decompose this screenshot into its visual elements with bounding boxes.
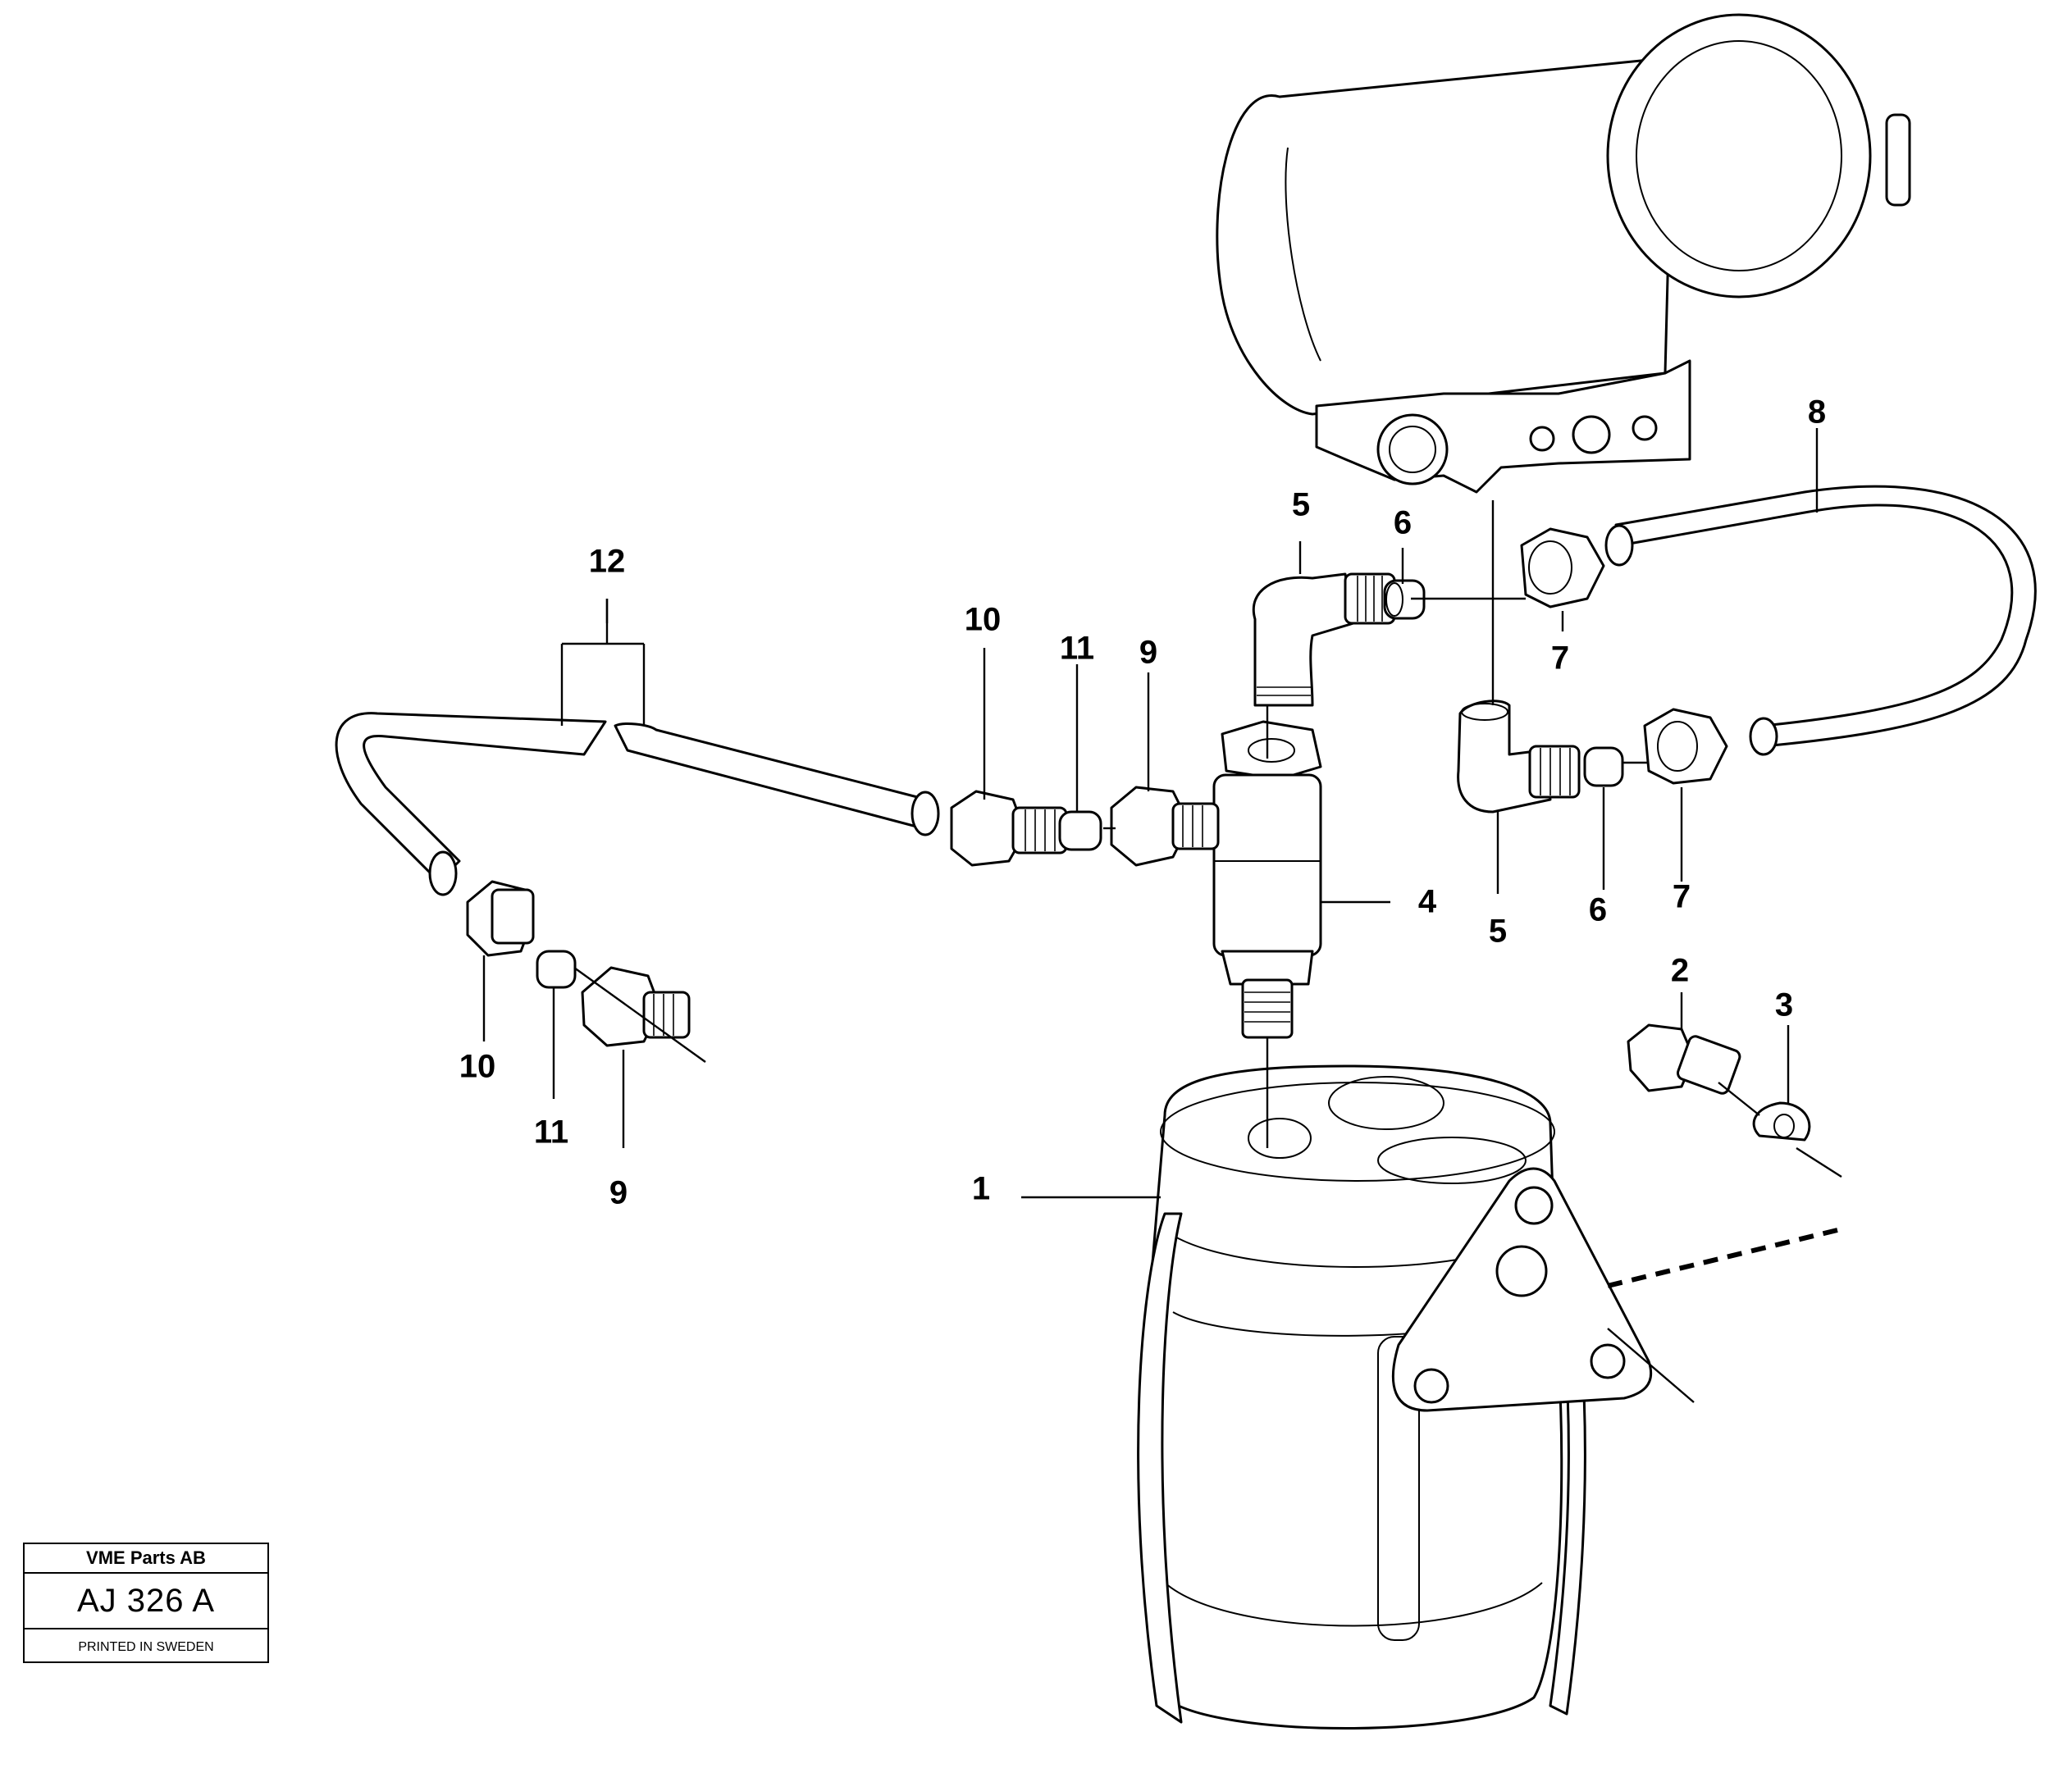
callout-10-lower: 10	[459, 1049, 496, 1085]
upper-elbow-5	[1252, 572, 1396, 707]
washer-3	[1752, 1101, 1811, 1142]
callout-6-lower: 6	[1589, 892, 1607, 928]
callout-10-upper: 10	[965, 602, 1002, 638]
lower-ring-11	[536, 950, 577, 989]
callout-5-upper: 5	[1292, 487, 1310, 523]
upper-ring-11	[1058, 810, 1102, 851]
valve-4	[1212, 720, 1322, 1039]
upper-nut-7	[1520, 527, 1605, 608]
callout-1: 1	[972, 1171, 990, 1207]
callout-7-upper: 7	[1551, 640, 1569, 677]
upper-union-9	[1110, 786, 1220, 867]
leader-lines	[482, 428, 1842, 1403]
pipe-12	[335, 712, 940, 896]
lower-nut-7	[1643, 708, 1728, 785]
bolt-2	[1627, 1023, 1741, 1095]
printed-note: PRINTED IN SWEDEN	[78, 1640, 214, 1654]
callout-5-lower: 5	[1489, 914, 1507, 950]
callout-2: 2	[1671, 953, 1689, 989]
air-dryer	[1216, 13, 1911, 494]
pipe-8	[1604, 485, 2037, 756]
lower-elbow-5	[1457, 700, 1581, 814]
callout-4: 4	[1418, 884, 1437, 920]
lower-union-9	[581, 966, 691, 1047]
title-block: VME Parts AB AJ 326 A PRINTED IN SWEDEN	[23, 1543, 269, 1663]
callout-11-upper: 11	[1060, 631, 1094, 667]
callout-12: 12	[589, 544, 626, 580]
callout-8: 8	[1808, 394, 1826, 431]
lower-ring-6	[1583, 746, 1624, 787]
callout-11-lower: 11	[534, 1114, 568, 1151]
callout-9-lower: 9	[609, 1175, 628, 1211]
upper-nut-10	[950, 790, 1068, 867]
callouts: 12 10 11 9 5 6 7 8 4 5 6 7 10 11 9 2 3 1	[459, 394, 1826, 1211]
company-name: VME Parts AB	[25, 1544, 267, 1574]
lower-nut-10	[466, 880, 535, 957]
drawing-code: AJ 326 A	[25, 1574, 267, 1629]
callout-9-upper: 9	[1139, 635, 1157, 671]
callout-7-lower: 7	[1673, 879, 1691, 915]
callout-6-upper: 6	[1394, 505, 1412, 541]
callout-3: 3	[1775, 987, 1793, 1023]
water-trap-1	[1137, 1064, 1653, 1730]
